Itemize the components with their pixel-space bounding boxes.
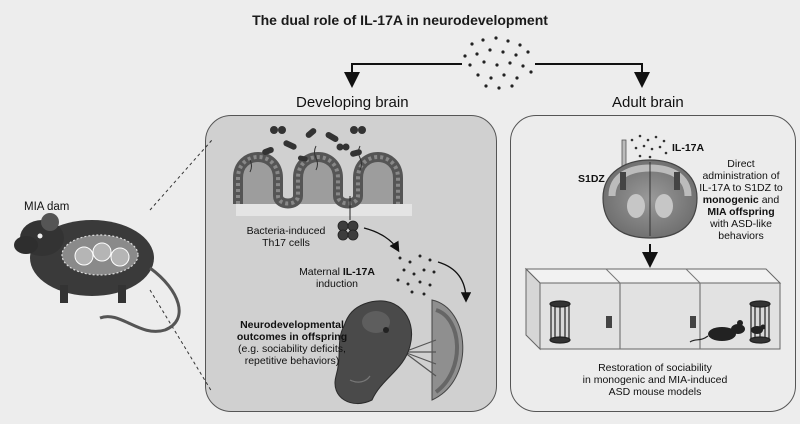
admin-line3: IL-17A to S1DZ to bbox=[699, 182, 783, 194]
maternal-label-line1: Maternal IL-17A bbox=[282, 266, 392, 278]
maternal-label-line2: induction bbox=[315, 278, 359, 290]
admin-line4: monogenic and bbox=[702, 194, 780, 206]
outcomes-line2: outcomes in offspring bbox=[236, 331, 348, 343]
il17a-label: IL-17A bbox=[672, 142, 705, 154]
maternal-label-bold: IL-17A bbox=[342, 266, 375, 278]
figure-title: The dual role of IL-17A in neurodevelopm… bbox=[252, 12, 548, 28]
test-mouse-icon bbox=[689, 320, 745, 343]
admin-line6: with ASD-like bbox=[710, 218, 772, 230]
adult-brain-heading: Adult brain bbox=[612, 94, 684, 111]
bacteria-label-line1: Bacteria-induced bbox=[246, 225, 326, 237]
mia-dam-label: MIA dam bbox=[24, 201, 70, 213]
mia-dam-mouse-illustration bbox=[14, 213, 181, 333]
result-line3: ASD mouse models bbox=[608, 386, 702, 398]
admin-line2: administration of bbox=[702, 170, 780, 182]
admin-line5: MIA offspring bbox=[707, 206, 775, 218]
wire-cup-left-icon bbox=[549, 300, 571, 344]
s1dz-label: S1DZ bbox=[578, 173, 605, 185]
maternal-il17a-label: Maternal IL-17A induction bbox=[282, 266, 392, 290]
administration-description: Direct administration of IL-17A to S1DZ … bbox=[690, 158, 792, 242]
intestinal-villi-illustration bbox=[233, 152, 412, 216]
admin-line7: behaviors bbox=[718, 230, 764, 242]
wire-cup-right-icon bbox=[749, 300, 771, 344]
bacteria-label-line2: Th17 cells bbox=[262, 237, 310, 249]
three-chamber-arena bbox=[524, 267, 782, 351]
th17-to-il17a-arrow bbox=[363, 227, 400, 253]
cytokine-cloud-maternal bbox=[396, 254, 436, 296]
il17a-to-fetus-arrow bbox=[437, 261, 472, 303]
bacteria-illustration bbox=[249, 126, 366, 173]
admin-line1: Direct bbox=[727, 158, 755, 170]
stranger-mouse-icon bbox=[751, 324, 766, 334]
maternal-label-prefix: Maternal bbox=[299, 266, 343, 278]
adult-brain-section-illustration bbox=[602, 159, 698, 239]
restoration-result-label: Restoration of sociability in monogenic … bbox=[560, 362, 750, 398]
outcomes-line4: repetitive behaviors) bbox=[244, 355, 340, 367]
outcomes-line1: Neurodevelopmental bbox=[240, 319, 344, 331]
outcomes-line3: (e.g. sociability deficits, bbox=[238, 343, 346, 355]
result-line2: in monogenic and MIA-induced bbox=[582, 374, 728, 386]
zoom-dashed-lines bbox=[149, 139, 213, 393]
embryo-illustration bbox=[334, 299, 464, 405]
th17-cells-illustration bbox=[337, 196, 359, 241]
cytokine-cloud-top bbox=[463, 36, 533, 90]
developing-brain-heading: Developing brain bbox=[296, 94, 409, 111]
result-line1: Restoration of sociability bbox=[598, 362, 712, 374]
bacteria-th17-label: Bacteria-induced Th17 cells bbox=[236, 225, 336, 249]
top-split-arrows bbox=[344, 63, 650, 88]
outcomes-label: Neurodevelopmental outcomes in offspring… bbox=[226, 319, 358, 367]
